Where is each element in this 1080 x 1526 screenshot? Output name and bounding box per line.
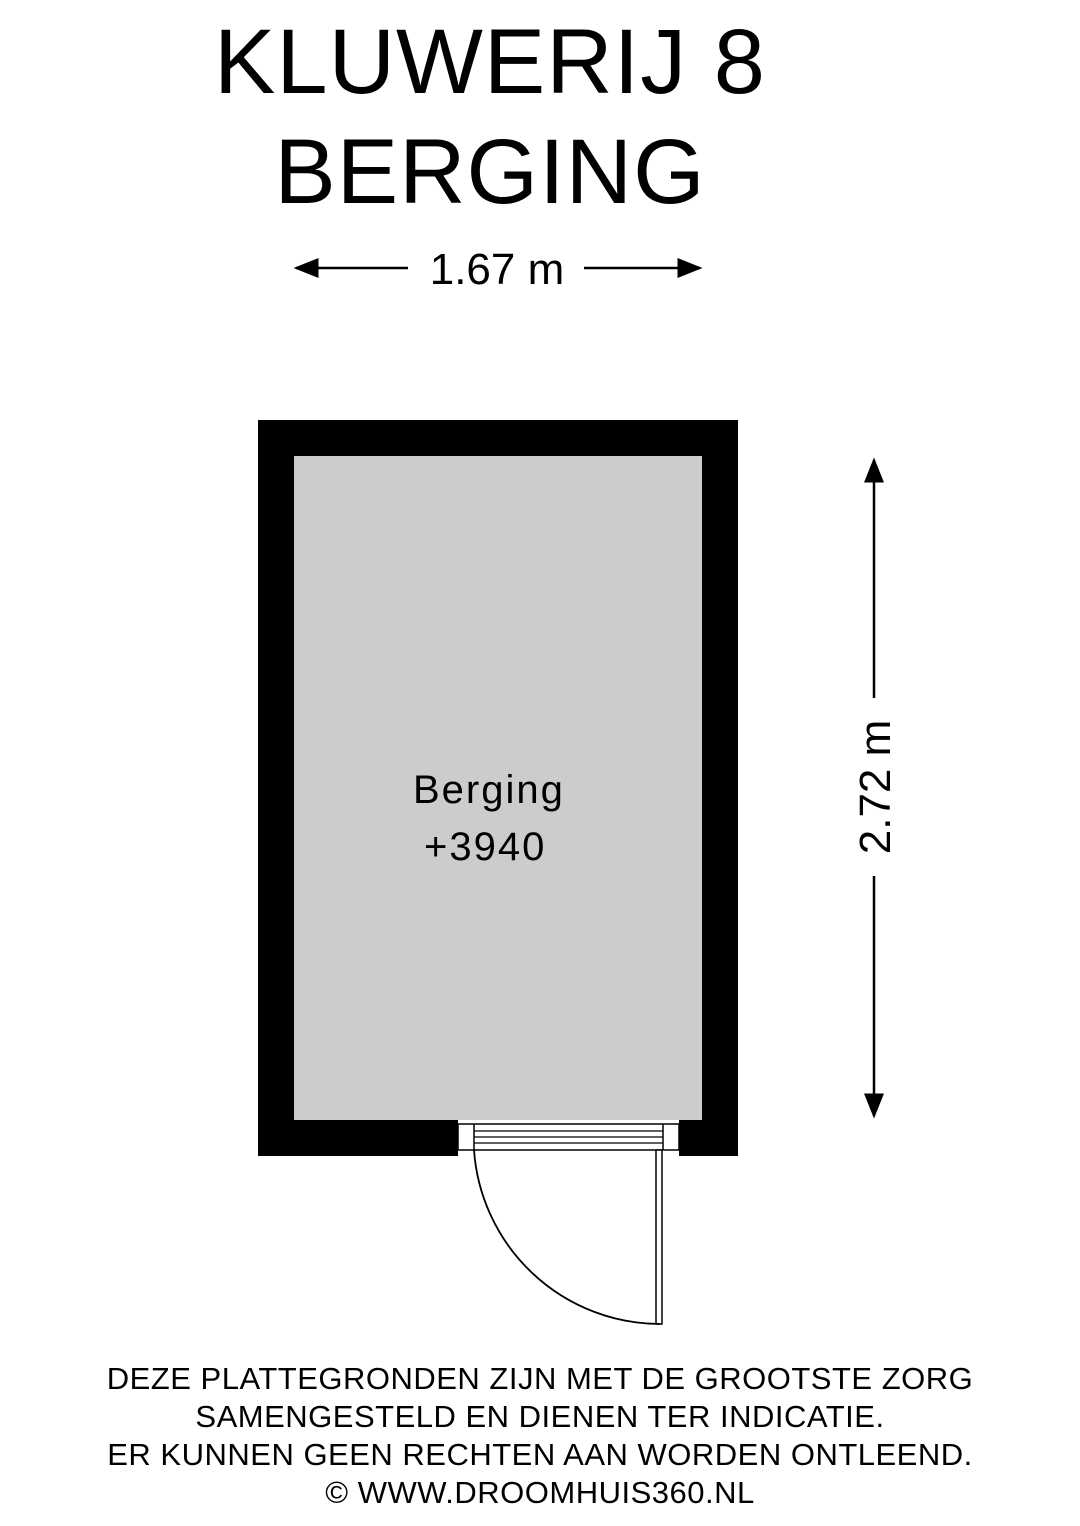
room-name-label: Berging [413, 768, 565, 812]
width-dimension-label: 1.67 m [430, 245, 565, 294]
disclaimer: DEZE PLATTEGRONDEN ZIJN MET DE GROOTSTE … [0, 1360, 1080, 1512]
door-swing [473, 1149, 663, 1325]
floor-plan: 1.67 m Berging +3940 2.72 m [258, 245, 900, 1325]
door-swing-arc [473, 1149, 661, 1325]
disclaimer-line: DEZE PLATTEGRONDEN ZIJN MET DE GROOTSTE … [106, 1361, 974, 1396]
height-dimension: 2.72 m [851, 457, 900, 1119]
height-dimension-label: 2.72 m [851, 720, 900, 855]
door-leaf [655, 1149, 663, 1325]
page-title-room: BERGING [274, 121, 706, 223]
copyright-link[interactable]: © WWW.DROOMHUIS360.NL [325, 1475, 755, 1510]
room-level-label: +3940 [424, 825, 546, 869]
door-threshold [457, 1123, 680, 1151]
disclaimer-line: SAMENGESTELD EN DIENEN TER INDICATIE. [195, 1399, 885, 1434]
room-floor [294, 456, 702, 1120]
page-title-address: KLUWERIJ 8 [214, 11, 766, 113]
width-dimension: 1.67 m [293, 245, 703, 294]
disclaimer-line: ER KUNNEN GEEN RECHTEN AAN WORDEN ONTLEE… [107, 1437, 973, 1472]
